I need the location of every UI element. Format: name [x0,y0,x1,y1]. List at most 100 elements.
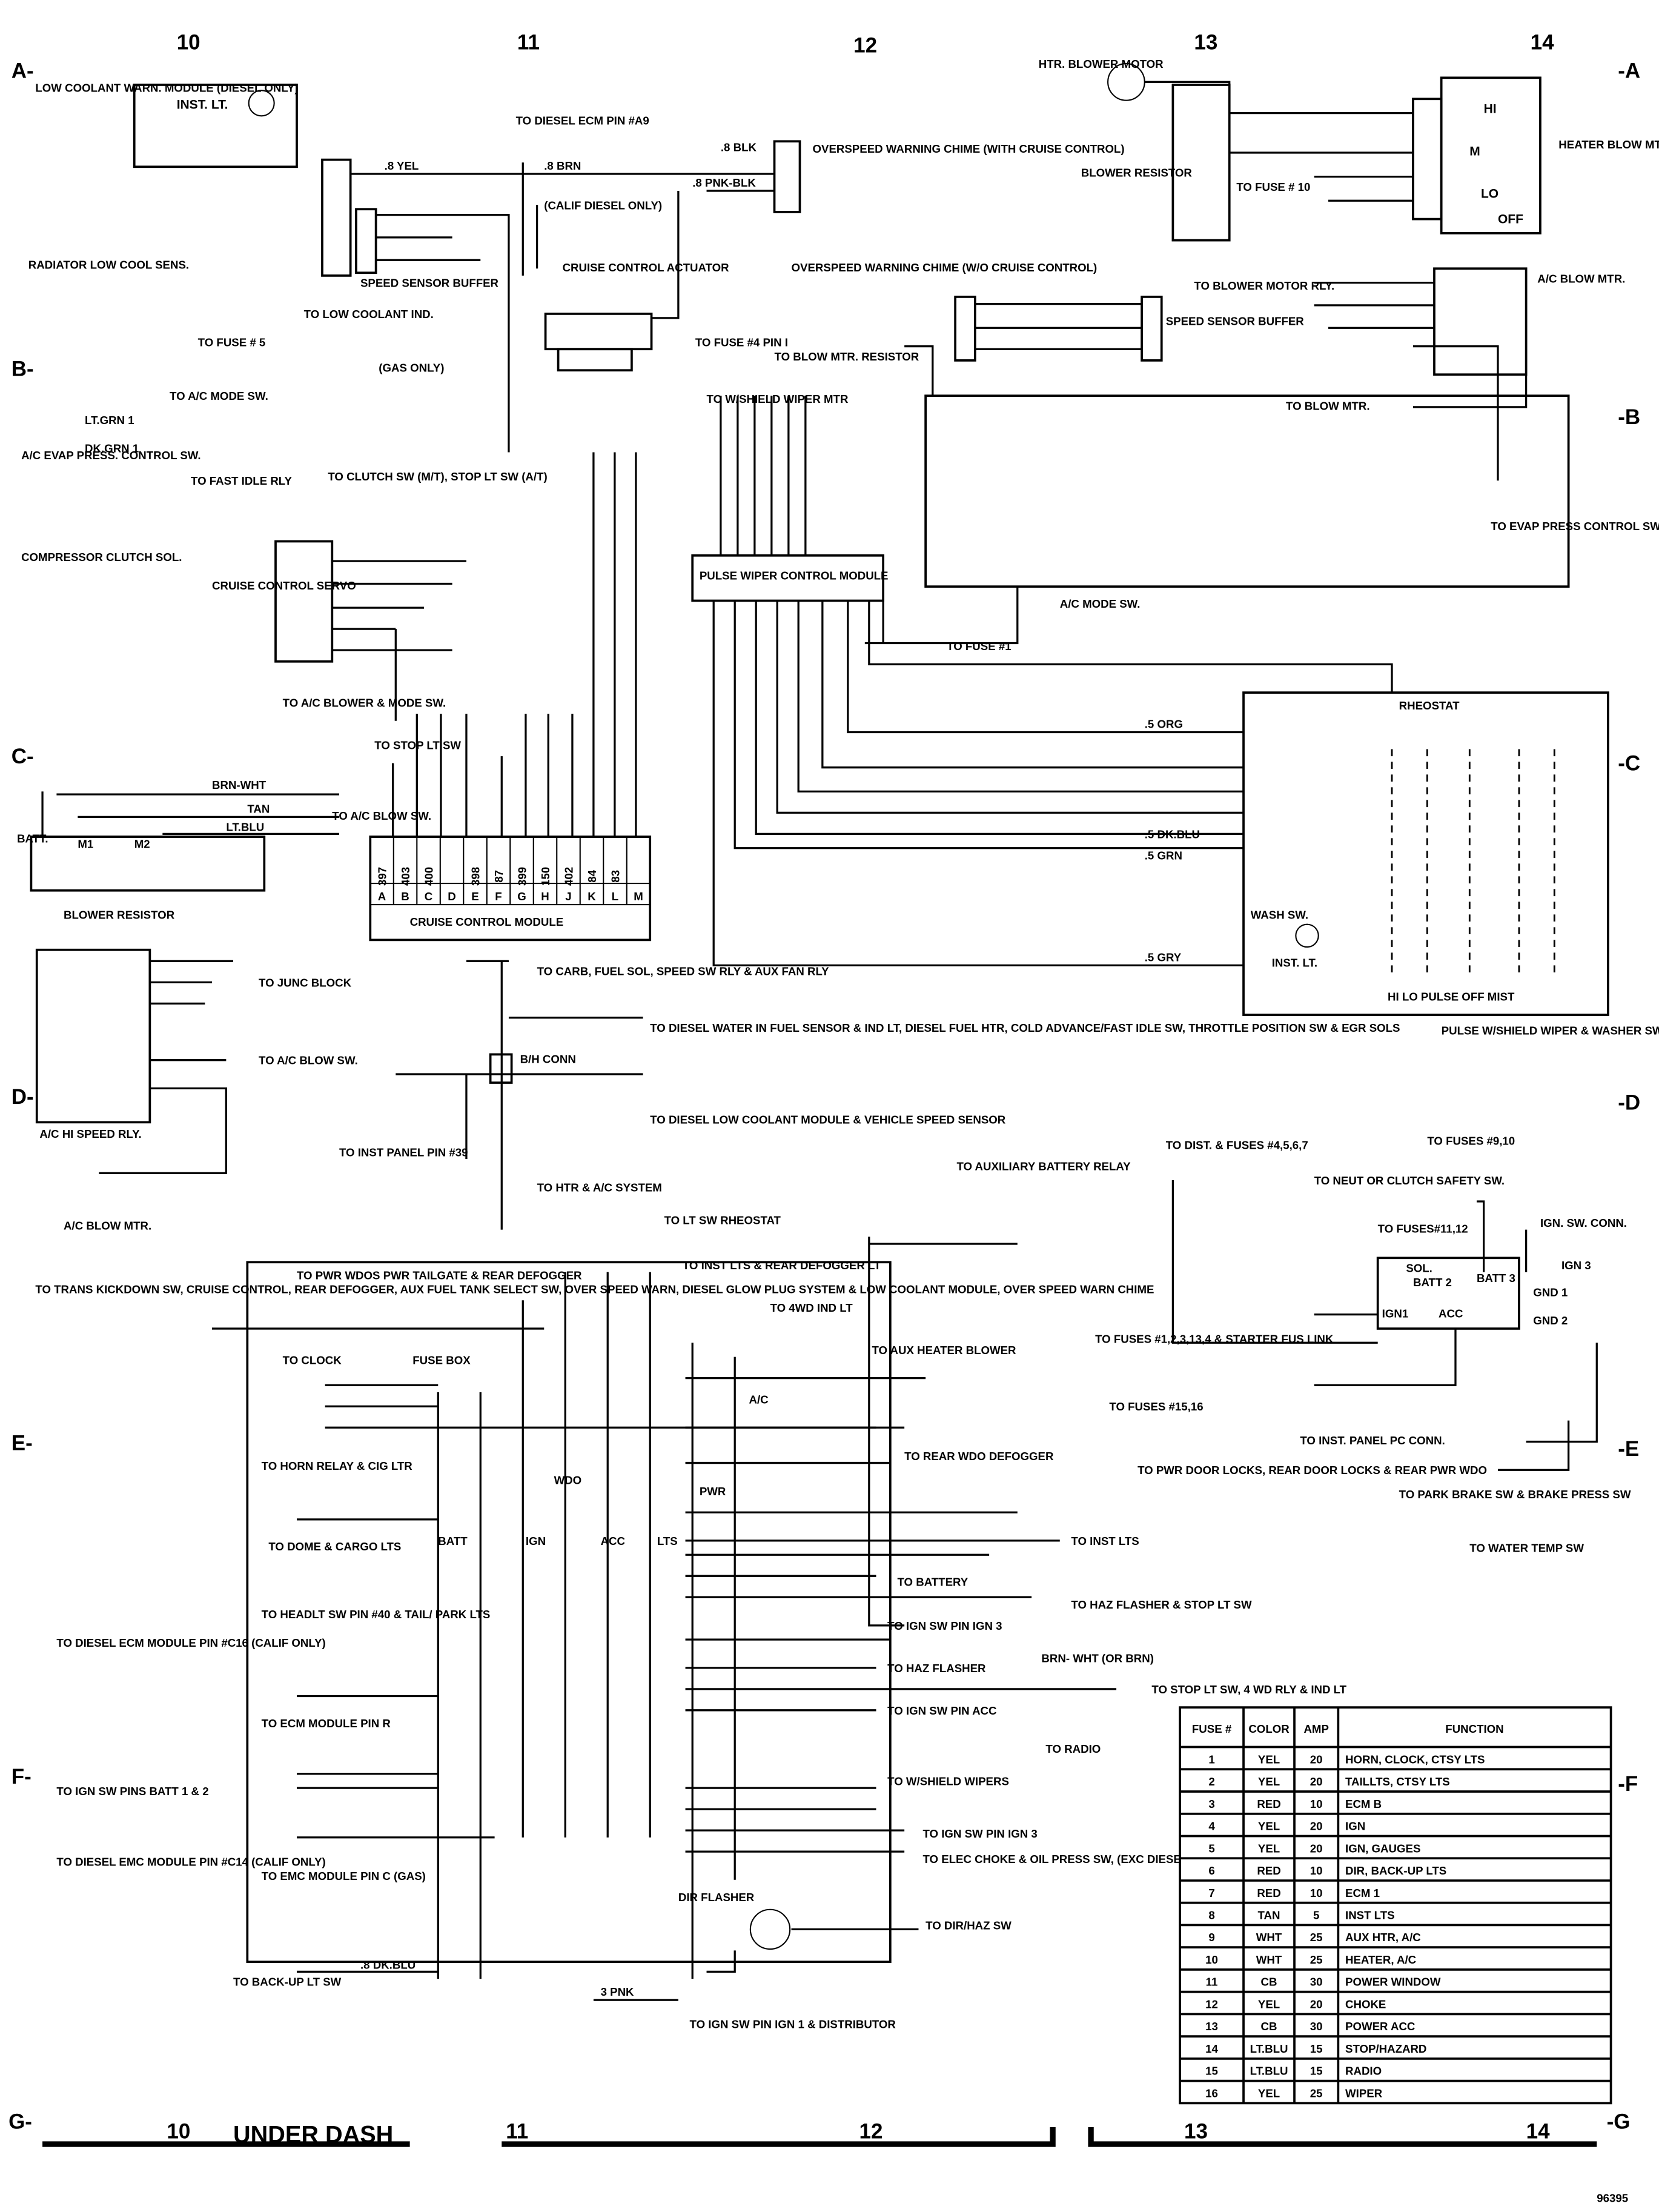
fuse-color: LT.BLU [1250,2042,1288,2055]
fuse-amp: 10 [1310,1887,1323,1899]
grid-bottom-11: 11 [506,2120,528,2144]
label-to-ecm-r: TO ECM MODULE PIN R [262,1717,391,1730]
grid-bottom-12: 12 [859,2120,882,2144]
pin-circuit-number: 150 [539,867,552,886]
label-to-park-brake: TO PARK BRAKE SW & BRAKE PRESS SW [1399,1488,1631,1501]
label-to-headlt: TO HEADLT SW PIN #40 & TAIL/ PARK LTS [262,1608,491,1621]
fuse-amp: 15 [1310,2065,1323,2077]
pin-letter: L [612,890,618,903]
grid-row-g: G- [8,2110,32,2133]
label-to-elec-choke: TO ELEC CHOKE & OIL PRESS SW, (EXC DIESE… [922,1853,1191,1865]
label-low-coolant-module: LOW COOLANT WARN. MODULE (DIESEL ONLY) [35,82,298,95]
label-overspeed-no-cruise: OVERSPEED WARNING CHIME (W/O CRUISE CONT… [792,261,1098,274]
pin-letter: F [495,890,502,903]
fuse-color: TAN [1258,1909,1280,1922]
wire-label: DK.GRN 1 [85,442,139,455]
label-to-carb: TO CARB, FUEL SOL, SPEED SW RLY & AUX FA… [537,965,830,978]
fuse-number: 4 [1208,1820,1215,1833]
grid-col-13: 13 [1194,31,1217,55]
label-to-low-coolant-ind: TO LOW COOLANT IND. [304,308,434,321]
fuse-color: RED [1257,1887,1280,1899]
fuse-number: 14 [1205,2042,1218,2055]
grid-left: A- B- C- D- E- F- G- [8,59,34,2133]
fuse-function: DIR, BACK-UP LTS [1345,1864,1446,1877]
fuse-number: 11 [1206,1976,1218,1988]
pin-circuit-number: 399 [516,867,529,886]
label-overspeed-cruise: OVERSPEED WARNING CHIME (WITH CRUISE CON… [813,142,1125,155]
fuse-function: ECM B [1345,1798,1382,1810]
label-ign1: IGN1 [1382,1307,1409,1320]
wire-label: .8 YEL [385,159,419,172]
pin-letter: M [634,890,643,903]
label-to-dome: TO DOME & CARGO LTS [268,1540,401,1553]
label-batt3: BATT 3 [1477,1272,1515,1284]
fuse-amp: 10 [1310,1798,1323,1810]
pin-letter: J [565,890,571,903]
grid-row-d-right: -D [1618,1091,1640,1114]
label-m2: M2 [134,838,150,851]
grid-bottom-14: 14 [1526,2120,1550,2144]
grid-row-a: A- [12,59,34,82]
grid-top: 10 11 12 13 14 [177,31,1554,58]
fuse-amp: 20 [1310,1842,1323,1855]
label-to-pwr-wdos: TO PWR WDOS PWR TAILGATE & REAR DEFOGGER [297,1269,582,1281]
fuse-number: 12 [1205,1998,1218,2010]
grid-row-a-right: -A [1618,59,1640,82]
fuse-function: AUX HTR, A/C [1345,1931,1421,1944]
label-to-clutch-sw: TO CLUTCH SW (M/T), STOP LT SW (A/T) [328,470,547,483]
label-to-pwr-door: TO PWR DOOR LOCKS, REAR DOOR LOCKS & REA… [1137,1464,1487,1476]
label-ac-mode-sw: A/C MODE SW. [1060,597,1141,610]
fuse-number: 3 [1208,1798,1214,1810]
label-to-fuse5: TO FUSE # 5 [198,336,266,349]
label-m1: M1 [78,838,93,851]
pin-letter: H [541,890,549,903]
label-acc: ACC [1439,1307,1463,1320]
label-to-stop-lt-sw: TO STOP LT SW [374,739,461,751]
label-to-haz-flasher: TO HAZ FLASHER [887,1662,986,1675]
label-lts-bus: LTS [657,1535,678,1547]
fuse-amp: 20 [1310,1820,1323,1833]
fuse-function: WIPER [1345,2087,1383,2099]
label-inst-lt: INST. LT. [177,98,228,112]
label-to-ac-blow-sw: TO A/C BLOW SW. [332,809,431,822]
label-to-fuse10: TO FUSE # 10 [1236,181,1310,193]
label-compressor: COMPRESSOR CLUTCH SOL. [21,551,182,563]
pin-circuit-number: 403 [399,867,412,886]
fuse-color: YEL [1258,1842,1280,1855]
wire-label: LT.GRN 1 [85,414,134,427]
grid-row-f-right: -F [1618,1772,1638,1796]
label-to-blow-mtr-resistor: TO BLOW MTR. RESISTOR [775,350,919,363]
label-to-ign-acc: TO IGN SW PIN ACC [887,1704,996,1717]
label-acc-bus: ACC [601,1535,625,1547]
label-htr-blower-motor: HTR. BLOWER MOTOR [1039,58,1164,70]
fuse-color: CB [1261,2020,1277,2033]
grid-row-d: D- [12,1085,34,1109]
pin-letter: K [588,890,596,903]
fuse-number: 6 [1208,1864,1214,1877]
pin-letter: C [425,890,432,903]
wire-label: .5 DK.BLU [1145,828,1200,840]
fuse-function: STOP/HAZARD [1345,2042,1426,2055]
fuse-amp: 25 [1310,2087,1323,2099]
fuse-amp: 25 [1310,1931,1323,1944]
label-to-emc-c: TO EMC MODULE PIN C (GAS) [262,1870,426,1882]
fuse-function: RADIO [1345,2065,1382,2077]
fuse-number: 1 [1208,1753,1214,1765]
label-to-diesel-emc: TO DIESEL EMC MODULE PIN #C14 (CALIF ONL… [56,1855,325,1868]
label-to-htr-ac: TO HTR & A/C SYSTEM [537,1181,662,1194]
fuse-amp: 30 [1310,1976,1323,1988]
fuse-color: WHT [1256,1931,1282,1944]
fuse-function: POWER WINDOW [1345,1976,1441,1988]
label-to-ac-blower-mode: TO A/C BLOWER & MODE SW. [283,696,446,709]
label-to-trans: TO TRANS KICKDOWN SW, CRUISE CONTROL, RE… [35,1283,1154,1296]
label-ign-bus: IGN [526,1535,546,1547]
label-to-aux-heater: TO AUX HEATER BLOWER [872,1344,1016,1357]
label-batt: BATT. [17,832,48,845]
wire-label: BRN-WHT [212,779,267,791]
label-to-ac-blow-sw-2: TO A/C BLOW SW. [259,1054,358,1067]
label-gnd1: GND 1 [1533,1286,1568,1298]
switch-hi: HI [1484,102,1497,116]
